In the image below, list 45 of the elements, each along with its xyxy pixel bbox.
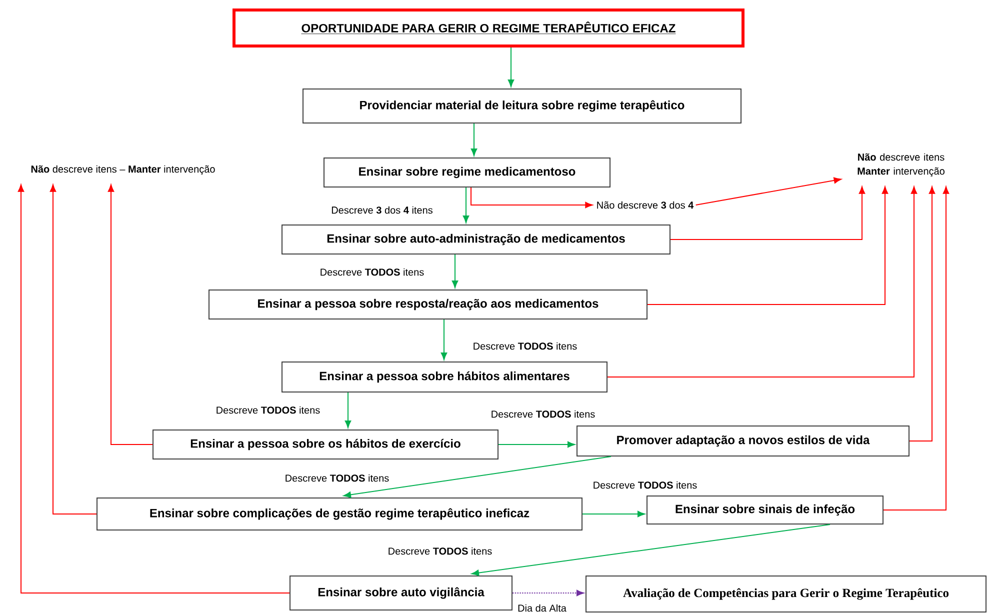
arrow bbox=[462, 187, 470, 223]
edge-label: Dia da Alta bbox=[516, 603, 568, 613]
process-box: Ensinar a pessoa sobre os hábitos de exercício bbox=[152, 430, 498, 460]
edge-label: Descreve TODOS itens bbox=[472, 341, 578, 351]
edge-label: Descreve TODOS itens bbox=[284, 473, 390, 483]
arrow bbox=[108, 184, 153, 445]
edge-label: Descreve TODOS itens bbox=[490, 409, 596, 419]
edge-label: Descreve 3 dos 4 itens bbox=[330, 205, 434, 215]
process-box: Providenciar material de leitura sobre regime terapêutico bbox=[302, 88, 742, 124]
arrow bbox=[512, 590, 584, 596]
arrow bbox=[582, 510, 646, 518]
note-text: Não descreve itens – Manter intervenção bbox=[31, 165, 215, 175]
process-box: Ensinar sobre sinais de infeção bbox=[646, 496, 884, 524]
process-box: Ensinar a pessoa sobre resposta/reação aos medicamentos bbox=[208, 290, 648, 320]
arrow bbox=[498, 441, 576, 448]
process-box: Ensinar sobre regime medicamentoso bbox=[324, 158, 610, 188]
arrow bbox=[440, 319, 448, 360]
arrow bbox=[607, 186, 918, 378]
edge-label: Descreve TODOS itens bbox=[386, 546, 494, 556]
process-box: Ensinar sobre auto vigilância bbox=[290, 576, 512, 610]
arrow bbox=[909, 186, 936, 442]
arrow bbox=[883, 186, 950, 510]
arrow bbox=[471, 524, 830, 576]
edge-label: Descreve TODOS itens bbox=[318, 267, 426, 277]
arrow bbox=[18, 184, 290, 594]
process-box: Ensinar sobre complicações de gestão regime terapêutico ineficaz bbox=[96, 498, 582, 530]
arrow bbox=[508, 47, 514, 87]
arrow bbox=[647, 186, 888, 305]
arrow bbox=[452, 254, 458, 288]
process-box: Promover adaptação a novos estilos de vida bbox=[576, 426, 910, 456]
arrow bbox=[343, 456, 612, 498]
arrow bbox=[670, 186, 866, 240]
title-box: OPORTUNIDADE PARA GERIR O REGIME TERAPÊUTICO EFICAZ bbox=[232, 8, 744, 48]
edge-label: Descreve TODOS itens bbox=[592, 480, 698, 490]
arrow bbox=[50, 184, 97, 514]
arrow bbox=[695, 177, 842, 206]
assessment-box: Avaliação de Competências para Gerir o Regime Terapêutico bbox=[586, 576, 986, 612]
arrow bbox=[344, 392, 352, 428]
note-text: Não descreve 3 dos 4 bbox=[597, 201, 694, 209]
process-box: Ensinar sobre auto-administração de medicamentos bbox=[282, 224, 670, 254]
edge-label: Descreve TODOS itens bbox=[214, 405, 322, 415]
arrow bbox=[470, 187, 593, 208]
note-text: Não descreve itens Manter intervenção bbox=[858, 153, 944, 177]
arrow bbox=[470, 123, 478, 156]
process-box: Ensinar a pessoa sobre hábitos alimentares bbox=[282, 362, 608, 392]
